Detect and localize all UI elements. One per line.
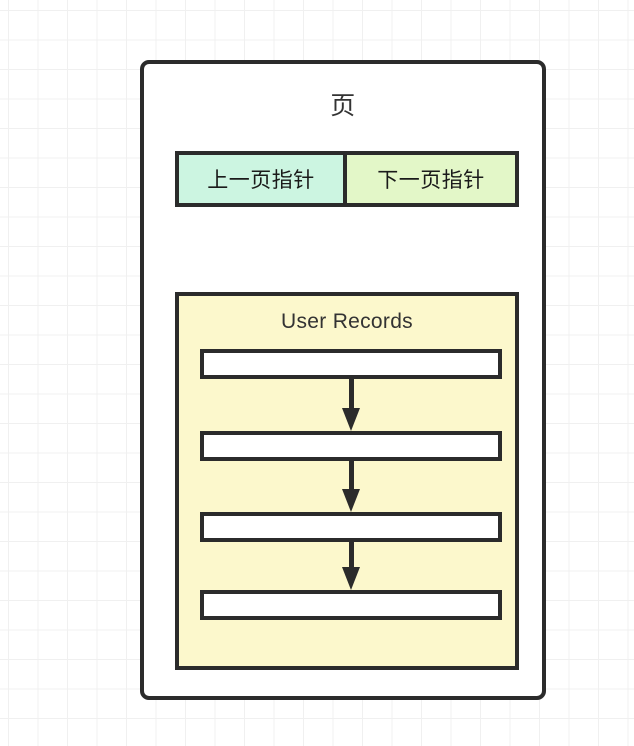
user-records-group: User Records	[175, 292, 519, 670]
previous-page-pointer-cell[interactable]: 上一页指针	[179, 155, 347, 203]
record-flow-arrow-icon	[342, 542, 360, 590]
arrow-line	[349, 542, 354, 568]
next-page-pointer-cell[interactable]: 下一页指针	[347, 155, 515, 203]
arrow-head	[342, 408, 360, 431]
page-container: 页 上一页指针 下一页指针 User Records	[140, 60, 546, 700]
arrow-head	[342, 567, 360, 590]
user-record-box[interactable]	[200, 512, 502, 542]
arrow-line	[349, 461, 354, 490]
user-record-box[interactable]	[200, 431, 502, 461]
user-record-box[interactable]	[200, 349, 502, 379]
user-records-title: User Records	[281, 310, 413, 333]
pointer-row: 上一页指针 下一页指针	[175, 151, 519, 207]
page-title: 页	[330, 92, 356, 120]
record-flow-arrow-icon	[342, 461, 360, 512]
arrow-head	[342, 489, 360, 512]
arrow-line	[349, 379, 354, 409]
user-record-box[interactable]	[200, 590, 502, 620]
record-flow-arrow-icon	[342, 379, 360, 431]
user-records-list	[200, 349, 502, 649]
